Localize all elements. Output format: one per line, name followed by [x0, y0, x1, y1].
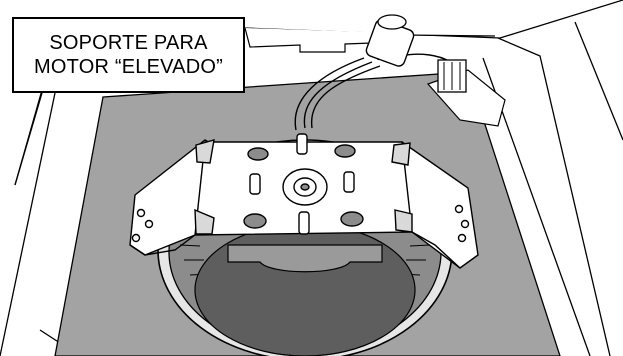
callout-leader: [14, 92, 43, 186]
housing-left-edge: [0, 92, 56, 356]
motor-shaft-core: [300, 183, 310, 191]
bracket-left-front: [129, 234, 196, 256]
bracket-hole: [243, 213, 267, 229]
motor-mount-shadow: [227, 244, 383, 273]
bracket-side-holes: [131, 204, 470, 243]
bracket-right-front: [411, 231, 461, 269]
callout-line-2: MOTOR “ELEVADO”: [34, 56, 223, 78]
raised-motor-bracket: [129, 133, 479, 269]
housing-right-wall: [497, 37, 611, 356]
motor-body: [194, 223, 416, 356]
bracket-hole: [340, 211, 364, 227]
connector-plug: [426, 59, 506, 127]
callout-label: SOPORTE PARA MOTOR “ELEVADO”: [12, 17, 245, 93]
housing-right-edge: [574, 21, 623, 141]
mounting-studs: [249, 133, 355, 235]
bracket-tabs: [194, 139, 413, 235]
wire-grommet-top: [377, 14, 407, 30]
bracket-hole: [334, 144, 356, 158]
callout-line-1: SOPORTE PARA: [49, 32, 208, 54]
bracket-hole: [247, 147, 269, 161]
